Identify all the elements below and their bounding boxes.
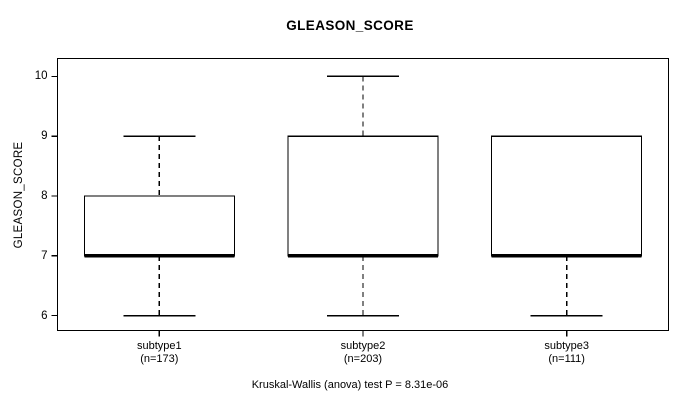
x-tick-label-name-subtype3: subtype3 <box>544 339 589 352</box>
box-subtype3 <box>491 135 643 257</box>
y-tick-label-7: 7 <box>41 249 48 262</box>
y-tick-label-6: 6 <box>41 309 48 322</box>
box-subtype2 <box>287 135 439 257</box>
x-tick-label-name-subtype2: subtype2 <box>340 339 386 352</box>
x-tick-label-count-subtype3: (n=111) <box>548 352 585 365</box>
y-tick-label-8: 8 <box>41 189 48 202</box>
x-tick-label-name-subtype1: subtype1 <box>137 339 182 352</box>
axes-layer <box>51 57 670 337</box>
boxplot-subtype2 <box>287 75 439 317</box>
chart-title: GLEASON_SCORE <box>286 18 414 33</box>
x-tick-label-subtype1: subtype1(n=173) <box>94 340 224 366</box>
x-tick-label-count-subtype2: (n=203) <box>343 352 383 365</box>
x-tick-label-subtype3: subtype3(n=111) <box>502 340 632 366</box>
boxes-layer <box>83 75 643 317</box>
boxplot-subtype3 <box>491 135 643 317</box>
x-tick-label-count-subtype1: (n=173) <box>140 352 179 365</box>
y-tick-label-10: 10 <box>34 70 48 83</box>
statistical-test-caption: Kruskal-Wallis (anova) test P = 8.31e-06 <box>251 379 449 391</box>
boxplot-subtype1 <box>83 135 235 317</box>
y-tick-label-9: 9 <box>41 130 48 143</box>
x-tick-label-subtype2: subtype2(n=203) <box>298 340 428 366</box>
box-subtype1 <box>83 195 235 257</box>
